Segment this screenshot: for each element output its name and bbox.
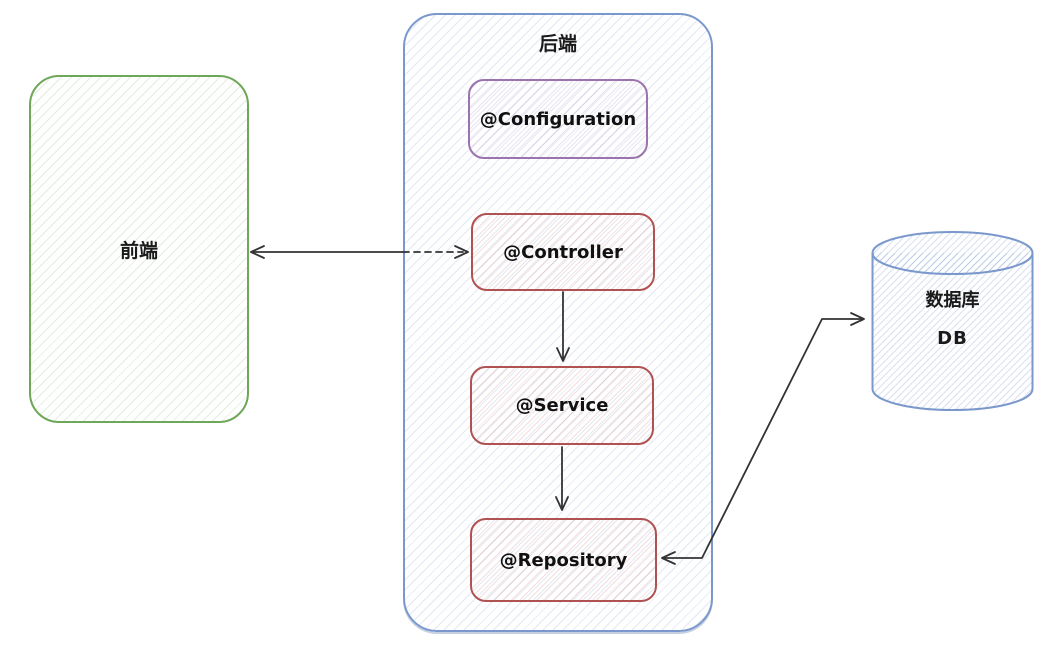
frontend-label: 前端 <box>119 239 158 262</box>
component-configuration-label: @Configuration <box>479 108 637 130</box>
component-controller: @Controller <box>471 213 655 291</box>
arrowhead-left-icon <box>250 245 265 259</box>
database-abbr-label: DB <box>937 328 968 349</box>
component-service-label: @Service <box>515 395 609 416</box>
component-configuration: @Configuration <box>468 79 648 159</box>
database-labels: 数据库 DB <box>872 286 1033 349</box>
component-repository-label: @Repository <box>499 549 628 571</box>
arrowhead-right-icon <box>850 312 865 326</box>
backend-title: 后端 <box>538 33 577 55</box>
component-controller-label: @Controller <box>503 241 623 263</box>
database-name-label: 数据库 <box>925 290 980 311</box>
component-service: @Service <box>470 366 654 445</box>
component-repository: @Repository <box>470 518 657 602</box>
frontend-box: 前端 <box>29 75 249 423</box>
backend-container: 后端 @Configuration @Controller @Service @… <box>403 13 713 632</box>
